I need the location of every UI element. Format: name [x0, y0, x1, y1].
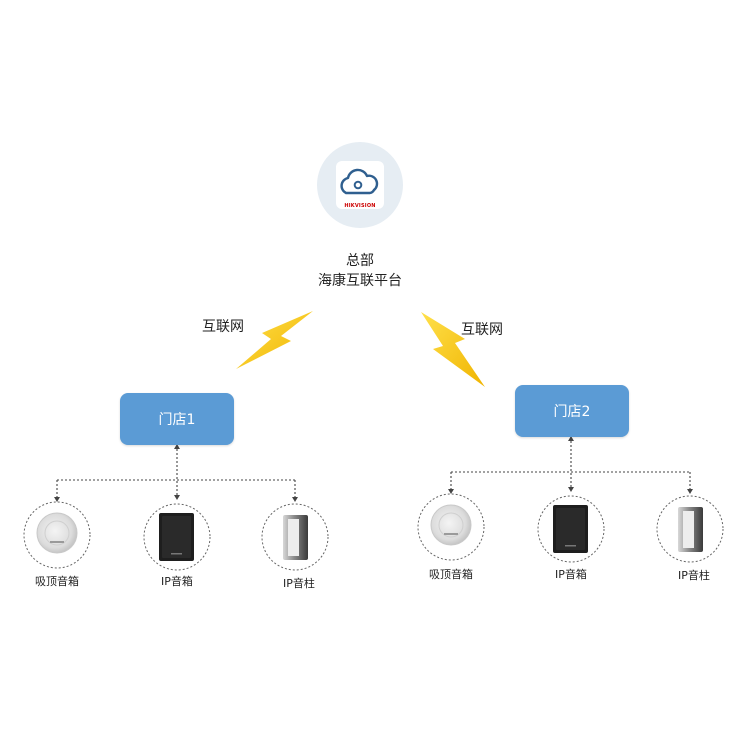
store-2-connectors: [450, 437, 691, 492]
hq-title: 总部: [346, 253, 374, 269]
store-2-ceiling-speaker-label: 吸顶音箱: [429, 568, 473, 581]
hq-logo-card: [336, 161, 384, 209]
store-1-connectors: [56, 445, 296, 500]
store-1-ip-speaker-label: IP音箱: [161, 575, 193, 588]
ceiling-speaker-icon: [430, 504, 472, 546]
hq-platform-name: 海康互联平台: [318, 273, 402, 289]
lightning-bolt-right-icon: [421, 312, 485, 387]
ip-column-speaker-icon: [678, 507, 703, 552]
network-label-left: 互联网: [202, 319, 244, 335]
store-2-arrows: [448, 436, 693, 494]
store-2-ip-speaker: [537, 495, 605, 563]
store-2-ip-speaker-label: IP音箱: [555, 568, 587, 581]
store-2-ip-column: [656, 495, 724, 563]
ceiling-speaker-icon: [36, 512, 78, 554]
store-2-ceiling-speaker: [417, 493, 485, 561]
network-label-right: 互联网: [461, 322, 503, 338]
hq-logo-text: HIKVISION: [344, 203, 376, 209]
store-2-label: 门店2: [553, 404, 591, 420]
store-1-ip-column-label: IP音柱: [283, 577, 315, 590]
store-1-box: 门店1: [120, 393, 234, 445]
hq-logo: [317, 142, 403, 228]
store-1-arrows: [54, 444, 298, 502]
store-2-ip-column-label: IP音柱: [678, 569, 710, 582]
store-1-ip-speaker: [143, 503, 211, 571]
cloud-icon: [340, 168, 379, 195]
store-1-ceiling-speaker: [23, 501, 91, 569]
ip-speaker-icon: [159, 513, 194, 561]
store-1-ip-column: [261, 503, 329, 571]
ip-speaker-icon: [553, 505, 588, 553]
ip-column-speaker-icon: [283, 515, 308, 560]
store-2-box: 门店2: [515, 385, 629, 437]
lightning-bolt-left-icon: [236, 311, 313, 369]
store-1-ceiling-speaker-label: 吸顶音箱: [35, 575, 79, 588]
store-1-label: 门店1: [158, 412, 196, 428]
